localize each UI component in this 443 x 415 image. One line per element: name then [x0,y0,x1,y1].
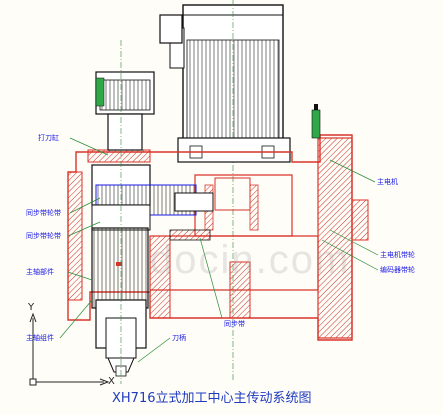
label-encoder-pulley: 编码器带轮 [380,266,415,274]
axis-label-x: X [108,376,115,387]
label-motor-pulley: 主电机带轮 [380,251,415,259]
label-sync-pulley-1: 同步带轮带 [26,209,61,217]
axis-label-y: Y [28,302,35,313]
spindle-housing [67,134,369,341]
spindle [91,40,155,384]
watermark: docin.com [150,238,351,282]
figure-caption: XH716立式加工中心主传动系统图 [112,391,312,406]
label-drawbar-cylinder: 打刀缸 [38,134,59,142]
leader-lines [59,137,379,363]
coordinate-axes [29,312,110,386]
main-motor [159,0,291,380]
label-sync-belt: 同步带 [224,320,245,328]
label-tool-holder: 刀柄 [172,334,186,342]
pulley-assembly [91,164,214,241]
label-sync-pulley-2: 同步带轮带 [26,232,61,240]
encoder-fitting [311,104,321,139]
label-spindle-assembly: 主轴组件 [26,334,54,342]
label-main-motor: 主电机 [377,178,398,186]
label-spindle-unit: 主轴部件 [26,268,54,276]
